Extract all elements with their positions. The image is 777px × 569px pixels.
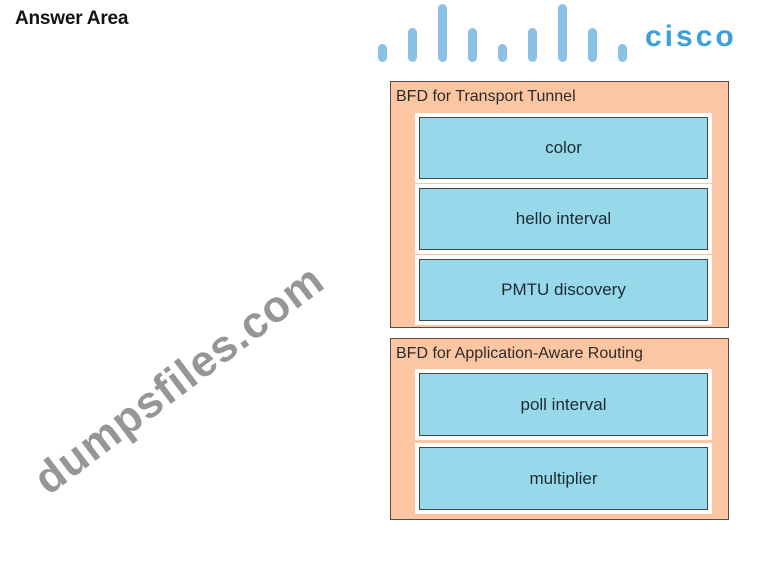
answer-slot: hello interval [415,184,712,254]
site-watermark-text: dumpsfiles.com [24,255,334,505]
logo-bar [438,4,447,62]
group-bfd-application-aware-routing: BFD for Application-Aware Routing poll i… [390,338,729,520]
cisco-bridge-logo-icon [376,2,634,74]
answer-slot: poll interval [415,369,712,440]
logo-bar [588,28,597,62]
logo-bar [468,28,477,62]
answer-slot: multiplier [415,443,712,514]
answer-tile-pmtu-discovery[interactable]: PMTU discovery [419,259,708,321]
answer-tile-color[interactable]: color [419,117,708,179]
group-title: BFD for Application-Aware Routing [396,345,643,362]
logo-bar [408,28,417,62]
group-title: BFD for Transport Tunnel [396,88,576,105]
logo-bar [378,44,387,62]
answer-tile-poll-interval[interactable]: poll interval [419,373,708,436]
cisco-watermark-text: cisco [645,20,737,53]
group-bfd-transport-tunnel: BFD for Transport Tunnel color hello int… [390,81,729,328]
logo-bar [498,44,507,62]
answer-slot: color [415,113,712,183]
logo-bar [618,44,627,62]
answer-slot: PMTU discovery [415,255,712,325]
answer-tile-hello-interval[interactable]: hello interval [419,188,708,250]
logo-bar [528,28,537,62]
answer-area-heading: Answer Area [15,8,129,29]
answer-tile-multiplier[interactable]: multiplier [419,447,708,510]
logo-bar [558,4,567,62]
